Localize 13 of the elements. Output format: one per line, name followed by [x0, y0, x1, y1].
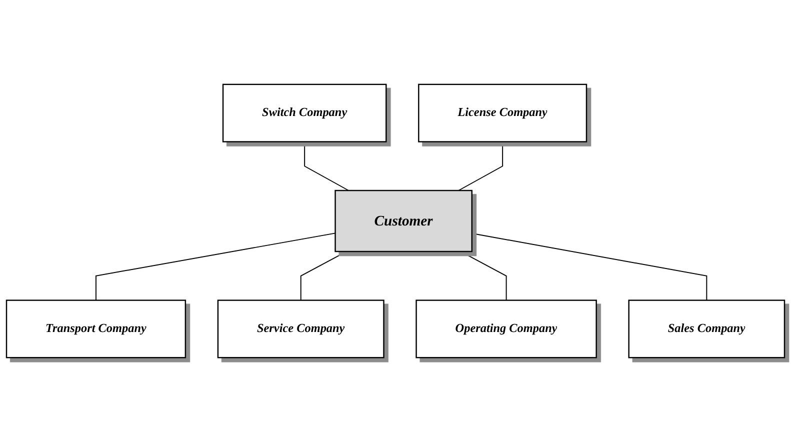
connector — [471, 232, 708, 301]
node-box: Operating Company — [416, 300, 597, 358]
connector — [95, 232, 336, 301]
connector — [460, 251, 507, 301]
node-box: License Company — [418, 84, 588, 142]
node-box: Sales Company — [628, 300, 786, 358]
node-box: Transport Company — [6, 300, 186, 358]
node-box: Customer — [334, 190, 472, 252]
node-box: Switch Company — [222, 84, 387, 142]
connector — [304, 141, 350, 191]
connector — [300, 251, 347, 301]
node-box: Service Company — [217, 300, 384, 358]
connector — [458, 141, 504, 191]
